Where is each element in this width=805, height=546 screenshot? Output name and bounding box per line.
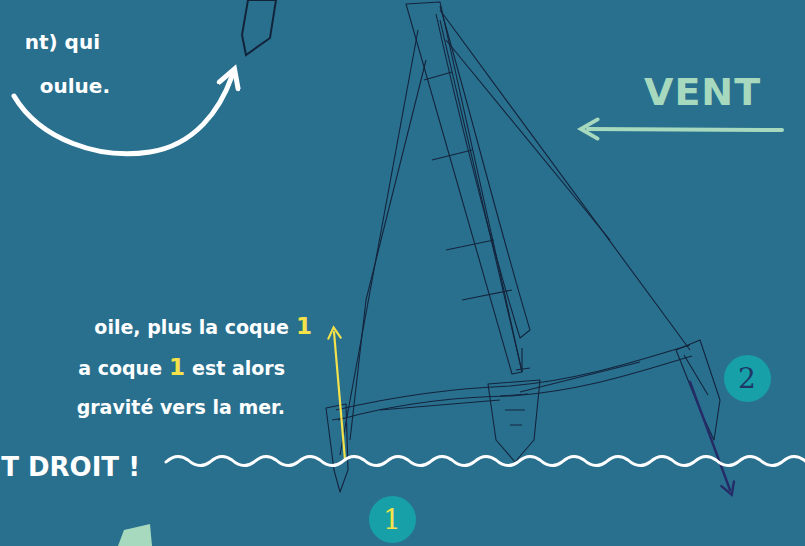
callout-circle: 2	[724, 355, 771, 402]
callout-number: 1	[169, 354, 185, 380]
wind-label: VENT	[644, 70, 761, 114]
caption-text: oulue.	[40, 74, 110, 98]
callout-number: 1	[383, 503, 401, 536]
text-line: VENT	[644, 70, 761, 114]
caption-text: oile, plus la coque	[94, 316, 289, 338]
text-line: nt) qui	[25, 30, 100, 54]
callout-number: 1	[296, 313, 312, 339]
text-line: oulue.	[40, 74, 110, 98]
text-line: oile, plus la coque 1	[94, 313, 312, 339]
caption-text: nt) qui	[25, 30, 100, 54]
caption-text: gravité vers la mer.	[77, 396, 285, 418]
text-line: a coque 1 est alors	[78, 354, 285, 380]
wind-arrow	[588, 129, 782, 130]
caption-text: a coque	[78, 357, 162, 379]
callout-number: 2	[738, 362, 756, 395]
leaf-outline	[242, 0, 276, 55]
callout-circle: 1	[369, 496, 416, 543]
gravity-arrow	[690, 382, 730, 490]
text-line: T DROIT !	[1, 452, 140, 482]
text-line: gravité vers la mer.	[77, 396, 285, 418]
caption-text: est alors	[192, 357, 285, 379]
caption-text: T DROIT !	[1, 452, 140, 482]
leaf-shape	[118, 524, 152, 546]
wave-line	[166, 456, 805, 465]
lift-arrow	[334, 332, 345, 460]
